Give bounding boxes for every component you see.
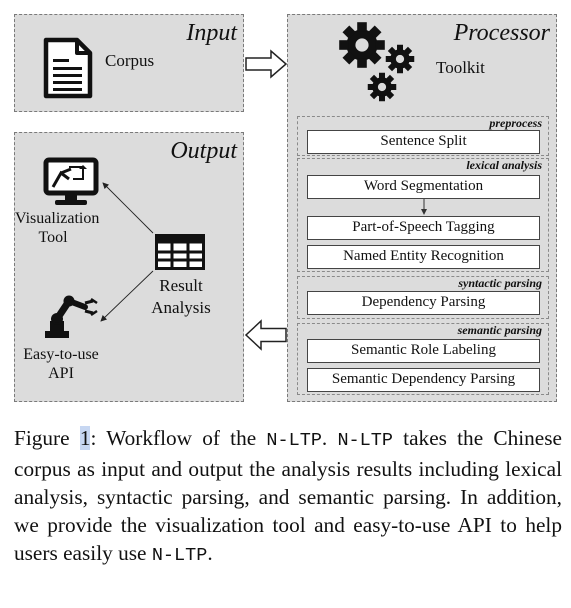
task-word-segmentation: Word Segmentation (307, 175, 540, 199)
input-panel: Input Corpus (14, 14, 244, 112)
output-title: Output (170, 138, 237, 164)
input-title: Input (186, 20, 237, 46)
gears-icon (339, 22, 415, 102)
task-ner: Named Entity Recognition (307, 245, 540, 269)
api-label-line2: API (48, 365, 74, 382)
document-icon (43, 37, 93, 99)
caption-text-1: : Workflow of the (90, 426, 267, 450)
system-name: N-LTP (337, 430, 393, 451)
figure-caption: Figure 1: Workflow of the N-LTP. N-LTP t… (14, 424, 562, 570)
section-title: syntactic parsing (458, 276, 542, 290)
api-label: Easy-to-use API (15, 345, 107, 383)
result-label-line1: Result (159, 276, 203, 295)
system-name: N-LTP (151, 545, 208, 566)
section-title: semantic parsing (457, 323, 542, 337)
api-label-line1: Easy-to-use (23, 346, 99, 363)
task-pos-tagging: Part-of-Speech Tagging (307, 216, 540, 240)
monitor-icon (43, 157, 99, 205)
visualization-label: Visualization Tool (15, 209, 100, 247)
table-grid-icon (155, 234, 205, 270)
visualization-label-line1: Visualization (15, 210, 100, 227)
system-name: N-LTP (266, 430, 322, 451)
caption-text-3: takes the Chinese corpus as input and ou… (14, 426, 562, 565)
toolkit-label: Toolkit (436, 58, 485, 77)
task-sentence-split: Sentence Split (307, 130, 540, 154)
figure-number-link[interactable]: 1 (79, 426, 91, 450)
connector-arrows (100, 182, 154, 322)
task-dependency-parsing: Dependency Parsing (307, 291, 540, 315)
flow-arrow-icon (421, 199, 427, 215)
section-title: lexical analysis (466, 158, 542, 172)
section-syntactic-parsing: syntactic parsing (297, 276, 549, 319)
task-semantic-dependency-parsing: Semantic Dependency Parsing (307, 368, 540, 392)
corpus-label: Corpus (105, 51, 155, 70)
arrow-left-icon (244, 319, 287, 351)
processor-title: Processor (453, 20, 550, 46)
section-preprocess: preprocess (297, 116, 549, 156)
section-title: preprocess (489, 116, 542, 130)
result-label-line2: Analysis (151, 298, 211, 317)
robot-arm-icon (45, 295, 98, 338)
processor-panel: Processor (287, 14, 557, 402)
arrow-right-icon (245, 49, 288, 79)
section-lexical-analysis: lexical analysis (297, 158, 549, 272)
caption-text-4: . (207, 541, 213, 565)
result-analysis-label: Result Analysis (139, 275, 223, 319)
output-panel: Output Visualization Tool Result Analysi… (14, 132, 244, 402)
caption-text-2: . (321, 426, 338, 450)
caption-prefix: Figure (14, 426, 80, 450)
visualization-label-line2: Tool (38, 229, 68, 246)
task-semantic-role-labeling: Semantic Role Labeling (307, 339, 540, 363)
section-semantic-parsing: semantic parsing (297, 323, 549, 395)
